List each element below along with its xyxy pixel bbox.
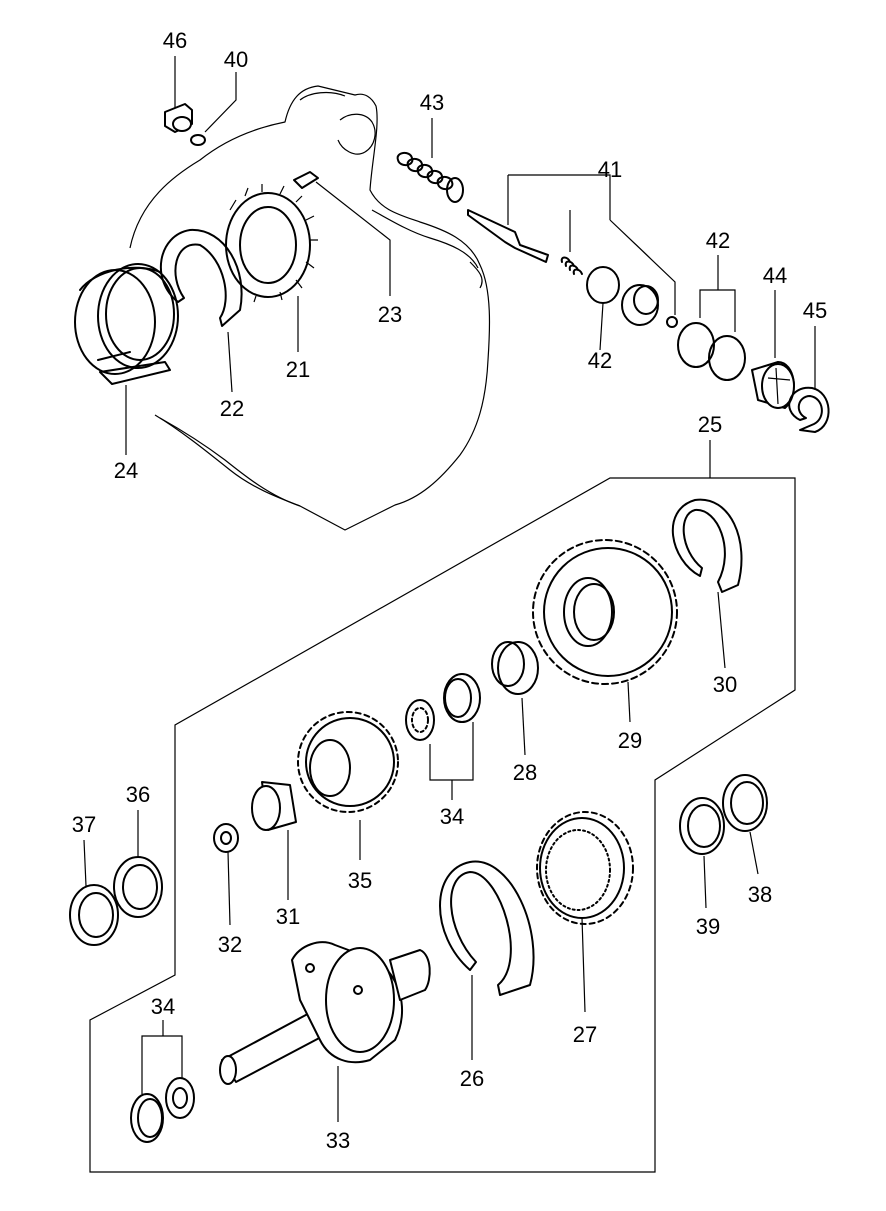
part-27-ring-gear <box>536 811 634 925</box>
callout-46: 46 <box>163 28 187 53</box>
callout-35: 35 <box>348 868 372 893</box>
callout-32: 32 <box>218 932 242 957</box>
part-46-plug-bolt <box>164 103 193 133</box>
part-24-brake-band <box>74 263 179 385</box>
callout-40: 40 <box>224 47 248 72</box>
part-26-snap-ring <box>439 860 535 996</box>
part-21-clutch-disc <box>225 184 318 303</box>
part-28-bearing <box>491 641 539 695</box>
part-37-shim <box>69 884 119 946</box>
callout-36: 36 <box>126 782 150 807</box>
callout-24: 24 <box>114 458 138 483</box>
part-39-shim <box>679 797 725 855</box>
callout-26: 26 <box>460 1066 484 1091</box>
callout-labels: 46 40 43 41 42 44 45 23 42 21 22 25 24 3… <box>72 28 827 1153</box>
part-23-key <box>293 171 319 189</box>
callout-23: 23 <box>378 302 402 327</box>
callout-22: 22 <box>220 396 244 421</box>
part-42-o-ring-lower-b <box>708 335 746 381</box>
part-33-output-shaft <box>219 941 431 1085</box>
part-41-piston-assembly <box>467 209 678 328</box>
part-22-snap-ring <box>160 228 243 327</box>
lower-assembly-frame <box>89 477 796 1173</box>
part-34-upper-bearing <box>405 673 481 741</box>
callout-44: 44 <box>763 263 787 288</box>
callout-33: 33 <box>326 1128 350 1153</box>
callout-34-lower: 34 <box>151 994 175 1019</box>
callout-27: 27 <box>573 1022 597 1047</box>
callout-43: 43 <box>420 90 444 115</box>
callout-28: 28 <box>513 760 537 785</box>
part-43-spring <box>396 152 464 203</box>
part-30-snap-ring <box>671 498 743 593</box>
callout-38: 38 <box>748 882 772 907</box>
part-44-cover <box>751 361 795 409</box>
part-42-o-ring-upper <box>586 266 620 304</box>
part-42-o-ring-lower-a <box>677 322 715 368</box>
transmission-housing-outline <box>129 85 491 531</box>
part-36-shim <box>113 856 163 918</box>
callout-39: 39 <box>696 914 720 939</box>
part-40-seal-ring <box>190 134 206 146</box>
part-32-nut <box>213 823 239 853</box>
callout-42-upper: 42 <box>706 228 730 253</box>
callout-41: 41 <box>598 157 622 182</box>
callout-45: 45 <box>803 298 827 323</box>
callout-37: 37 <box>72 812 96 837</box>
callout-42-lower: 42 <box>588 348 612 373</box>
part-38-shim <box>722 774 768 832</box>
part-34-lower-bearing <box>130 1077 195 1143</box>
callout-30: 30 <box>713 672 737 697</box>
part-45-circlip <box>788 386 830 433</box>
callout-31: 31 <box>276 904 300 929</box>
leader-lines <box>83 56 816 1122</box>
callout-29: 29 <box>618 728 642 753</box>
part-29-drive-gear <box>532 539 678 685</box>
part-35-gear <box>297 711 399 813</box>
callout-21: 21 <box>286 357 310 382</box>
callout-25: 25 <box>698 412 722 437</box>
part-31-bush <box>251 781 297 831</box>
callout-34-upper: 34 <box>440 804 464 829</box>
